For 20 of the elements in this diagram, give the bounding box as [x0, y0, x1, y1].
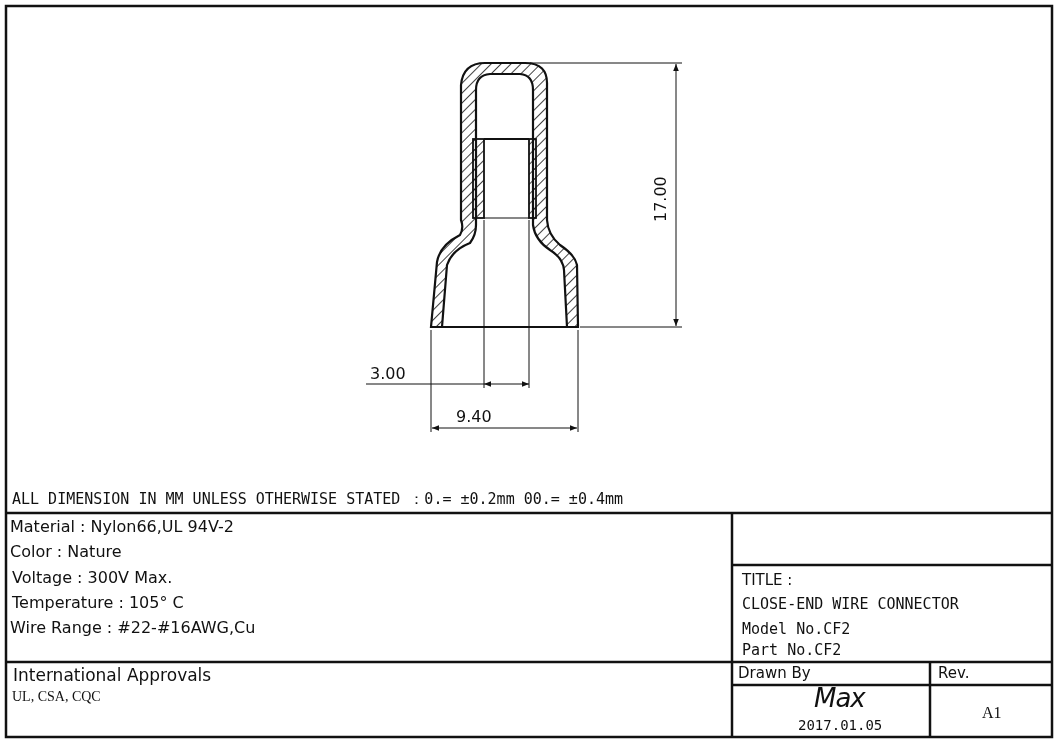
specification-text: Voltage : 300V Max. [12, 569, 173, 588]
specification-text: Material : Nylon66,UL 94V-2 [10, 518, 234, 537]
approvals-text: UL, CSA, CQC [12, 689, 101, 706]
part-number: Part No.CF2 [742, 642, 842, 660]
signature: Max [814, 684, 865, 714]
tolerance-note: ALL DIMENSION IN MM UNLESS OTHERWISE STATED ：0.= ±0.2mm 00.= ±0.4mm [12, 491, 624, 509]
date-text: 2017.01.05 [798, 717, 883, 734]
specification-text: Temperature : 105° C [12, 594, 184, 613]
model-number: Model No.CF2 [742, 621, 851, 639]
dimension-value: 17.00 [652, 176, 671, 222]
revision-value: A1 [982, 704, 1002, 723]
column-heading: Rev. [938, 665, 970, 683]
dimension-value: 3.00 [370, 365, 406, 384]
specification-text: Wire Range : #22-#16AWG,Cu [10, 619, 256, 638]
specification-text: Color : Nature [10, 543, 122, 562]
dimension-value: 9.40 [456, 408, 492, 427]
drawing-title: CLOSE-END WIRE CONNECTOR [742, 596, 959, 614]
column-heading: Drawn By [738, 665, 811, 683]
title-label: TITLE : [742, 572, 793, 590]
section-heading: International Approvals [13, 666, 212, 686]
